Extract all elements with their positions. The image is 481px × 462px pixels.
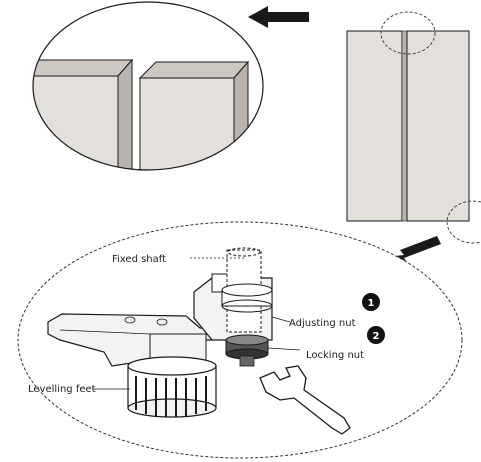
door-gap-strip — [401, 30, 408, 222]
right-door-front-face — [139, 77, 235, 170]
svg-text:2: 2 — [373, 331, 380, 342]
gap-detail-magnifier — [32, 1, 264, 171]
label-levelling-feet: Levelling feet — [28, 384, 96, 395]
label-fixed-shaft: Fixed shaft — [112, 254, 166, 265]
svg-text:1: 1 — [368, 298, 375, 309]
arrow-left-icon — [248, 6, 309, 28]
gap-magnifier-outline — [32, 1, 264, 171]
bottom-gap-highlight-circle — [446, 200, 481, 244]
locking-nut-part — [225, 334, 269, 367]
left-door-top-face — [33, 59, 134, 77]
levelling-foot-part — [127, 333, 217, 418]
door-panels — [346, 11, 481, 244]
right-door-panel — [406, 30, 470, 222]
right-door-side-face — [233, 60, 249, 170]
wrench-tool — [259, 365, 351, 435]
levelling-assembly-magnifier: Fixed shaft Adjusting nut Locking nut Le… — [17, 221, 463, 459]
callout-1: 1 — [362, 293, 380, 311]
right-door-top-face — [138, 61, 250, 79]
left-door-panel — [346, 30, 403, 222]
left-door-side-face — [117, 58, 133, 170]
adjusting-nut-part — [221, 283, 273, 313]
label-adjusting-nut: Adjusting nut — [289, 318, 356, 329]
callout-2: 2 — [367, 326, 385, 344]
top-gap-highlight-circle — [380, 11, 436, 55]
left-door-front-face — [33, 75, 119, 170]
label-locking-nut: Locking nut — [306, 350, 364, 361]
